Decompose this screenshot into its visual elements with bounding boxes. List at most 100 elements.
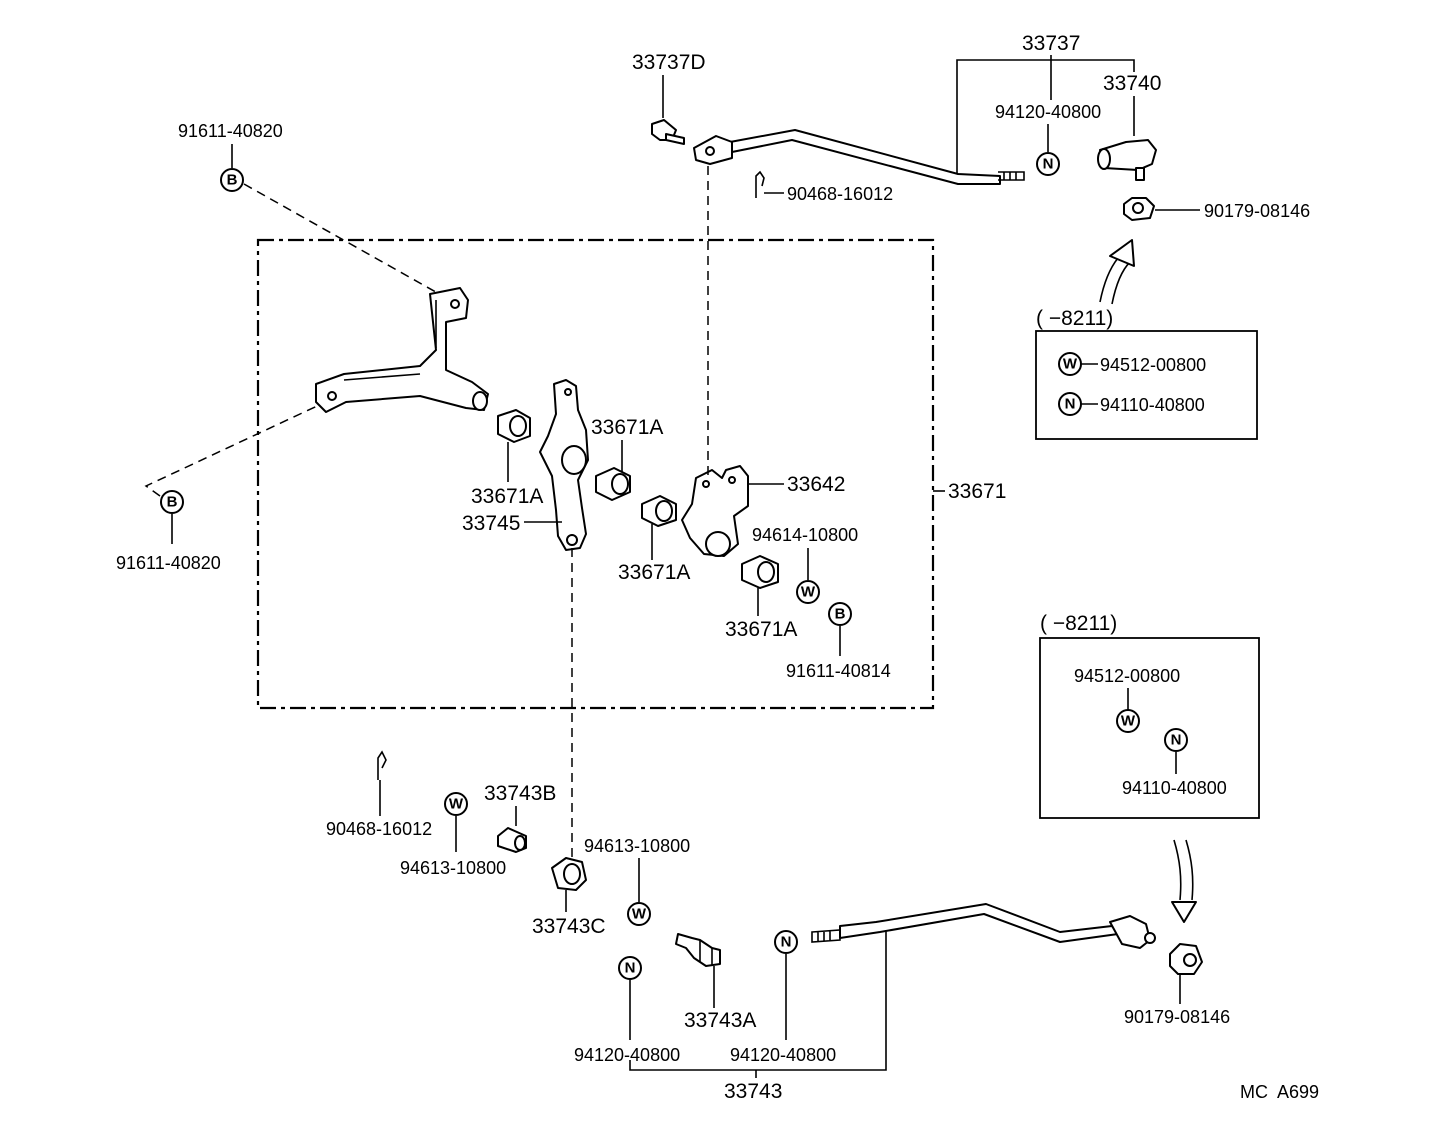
label-bolt-b-top: 91611-40820	[178, 121, 283, 141]
label-33743: 33743	[724, 1080, 782, 1103]
rod-end-lower	[1109, 915, 1151, 949]
bracket-33743	[629, 930, 887, 1071]
bolt-b-left-letter: B	[167, 494, 178, 511]
label-90179-upper: 90179-08146	[1204, 201, 1310, 221]
bolt-b-right-symbol	[828, 602, 852, 626]
nut-symbol-upper-letter: N	[1043, 156, 1054, 173]
label-33743b: 33743B	[484, 782, 556, 805]
assembly-frame	[256, 238, 935, 710]
lever-bracket-detail	[343, 300, 437, 381]
label-bushing-a3: 33671A	[618, 561, 690, 584]
bolt-b-left-symbol	[160, 490, 184, 514]
lever-bracket-hole-top	[450, 299, 460, 309]
label-bushing-a1: 33671A	[471, 485, 543, 508]
label-33737: 33737	[1022, 32, 1080, 55]
label-clip-lower: 90468-16012	[326, 819, 432, 839]
arrow-up-curve	[1099, 257, 1131, 305]
bushing-a4-end	[757, 561, 775, 583]
bolt-b-top-symbol	[220, 168, 244, 192]
inset-upper-washer-letter: W	[1063, 356, 1078, 373]
washer-94614-symbol	[796, 580, 820, 604]
washer-lower-mid-symbol	[627, 902, 651, 926]
bolt-b-right-letter: B	[835, 606, 846, 623]
inset-lower-nut-part: 94110-40800	[1122, 778, 1227, 798]
washer-lower-left-symbol	[444, 792, 468, 816]
washer-lower-left-letter: W	[449, 796, 464, 813]
bracket-33737	[956, 59, 1135, 175]
bushing-33743c-end	[563, 863, 581, 885]
lever-33745-hole-top	[564, 388, 572, 396]
label-bushing-a2: 33671A	[591, 416, 663, 439]
inset-lower-nut-letter: N	[1171, 732, 1182, 749]
label-nut-lower-right: 94120-40800	[730, 1045, 836, 1065]
label-33745: 33745	[462, 512, 520, 535]
lever-bracket-hole-left	[327, 391, 337, 401]
label-bushing-a4: 33671A	[725, 618, 797, 641]
lever-33642-boss	[705, 531, 731, 557]
ball-joint-33740-end	[1097, 148, 1111, 170]
inset-upper-nut-part: 94110-40800	[1100, 395, 1205, 415]
lever-bracket	[315, 287, 489, 413]
label-nut-upper: 94120-40800	[995, 102, 1101, 122]
washer-lower-mid-letter: W	[632, 906, 647, 923]
arrow-down-head	[1171, 901, 1197, 923]
rod-end-hole-upper	[705, 146, 715, 156]
clip-lower	[377, 750, 387, 780]
lever-33642	[681, 465, 749, 557]
ball-joint-33740-stud	[1135, 167, 1145, 181]
bolt-b-top-letter: B	[227, 172, 238, 189]
bolt-33737d-shank	[665, 133, 685, 145]
label-washer-lower-left: 94613-10800	[400, 858, 506, 878]
inset-lower-box	[1039, 637, 1260, 819]
inset-lower-washer-symbol	[1116, 709, 1140, 733]
label-washer-94614: 94614-10800	[752, 525, 858, 545]
inset-upper-nut-letter: N	[1065, 396, 1076, 413]
diagram-code: MC A699	[1240, 1082, 1319, 1102]
nut-90179-upper-hole	[1132, 202, 1144, 214]
joint-33743a-detail	[699, 940, 713, 966]
collar-33743b-end	[514, 835, 526, 851]
upper-control-rod	[729, 129, 1001, 185]
label-washer-lower-mid: 94613-10800	[584, 836, 690, 856]
label-33740: 33740	[1103, 72, 1161, 95]
nut-symbol-upper	[1036, 152, 1060, 176]
inset-lower-range: ( −8211)	[1040, 612, 1117, 635]
inset-upper-range: ( −8211)	[1036, 307, 1113, 330]
label-clip-upper: 90468-16012	[787, 184, 893, 204]
label-bolt-b-right: 91611-40814	[786, 661, 891, 681]
joint-33743a	[675, 933, 721, 967]
lever-33642-hole-a	[702, 480, 710, 488]
arrow-up-head	[1109, 239, 1135, 267]
dash-bolt-b-left	[144, 399, 331, 497]
label-90179-lower: 90179-08146	[1124, 1007, 1230, 1027]
nut-lower-left-symbol	[618, 956, 642, 980]
label-nut-lower-left: 94120-40800	[574, 1045, 680, 1065]
label-bolt-b-left: 91611-40820	[116, 553, 221, 573]
nut-90179-lower-hole	[1183, 953, 1197, 967]
rod-thread-upper	[998, 171, 1025, 181]
lower-control-rod	[839, 903, 1119, 943]
nut-lower-right-symbol	[774, 930, 798, 954]
lever-33745-hole-bottom	[566, 534, 578, 546]
inset-lower-washer-letter: W	[1121, 713, 1136, 730]
label-33737d: 33737D	[632, 51, 706, 74]
bushing-a2-end	[611, 473, 629, 495]
label-33743a: 33743A	[684, 1009, 756, 1032]
inset-upper-washer-part: 94512-00800	[1100, 355, 1206, 375]
inset-lower-nut-symbol	[1164, 728, 1188, 752]
clip-upper	[755, 170, 765, 198]
dash-bolt-b-top	[243, 183, 451, 301]
lever-33745-boss	[561, 445, 587, 475]
label-33743c: 33743C	[532, 915, 606, 938]
lever-bracket-shaft-end	[472, 391, 488, 411]
lever-33642-hole-b	[728, 476, 736, 484]
bushing-a3-end	[655, 500, 673, 522]
rod-thread-lower	[811, 929, 841, 943]
inset-lower-washer-part: 94512-00800	[1074, 666, 1180, 686]
label-33642: 33642	[787, 473, 845, 496]
washer-94614-letter: W	[801, 584, 816, 601]
rod-end-lower-ball	[1144, 932, 1156, 944]
bushing-a1-end	[509, 415, 527, 437]
